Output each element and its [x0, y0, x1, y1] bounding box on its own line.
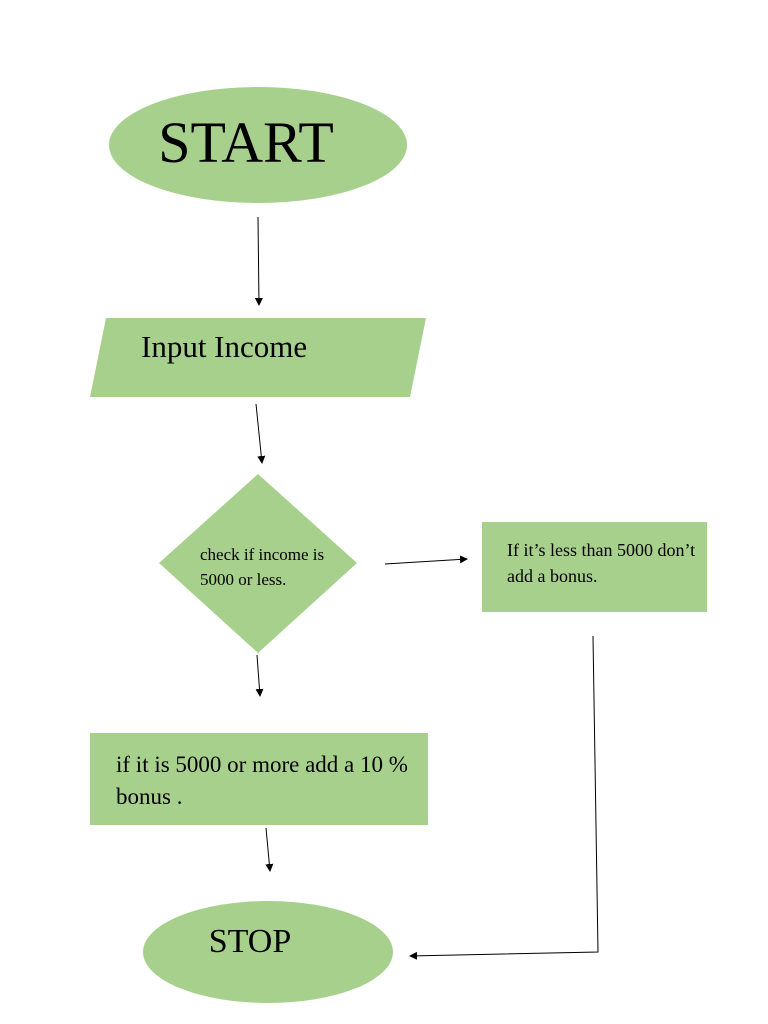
decision-label: check if income is 5000 or less.: [200, 545, 325, 589]
no-bonus-node: [482, 522, 707, 612]
input-income-label: Input Income: [141, 329, 308, 364]
edge-bonus-to-stop: [265, 827, 274, 872]
stop-label: STOP: [208, 923, 292, 960]
start-label: START: [158, 110, 334, 175]
start-node: [109, 87, 407, 203]
edge-decision-to-bonus: [255, 654, 264, 697]
no-bonus-label: If it’s less than 5000 don’t add a bonus…: [507, 540, 696, 586]
edge-start-to-input: [254, 216, 263, 306]
decision-node: [159, 474, 357, 653]
bonus-label: if it is 5000 or more add a 10 % bonus .: [116, 752, 408, 809]
edge-no-bonus-to-stop: [409, 635, 599, 960]
stop-node: [143, 901, 393, 1003]
bonus-node: [90, 733, 428, 825]
edge-decision-to-no-bonus: [384, 555, 468, 565]
edge-input-to-decision: [255, 403, 266, 464]
input-node: [90, 318, 426, 397]
